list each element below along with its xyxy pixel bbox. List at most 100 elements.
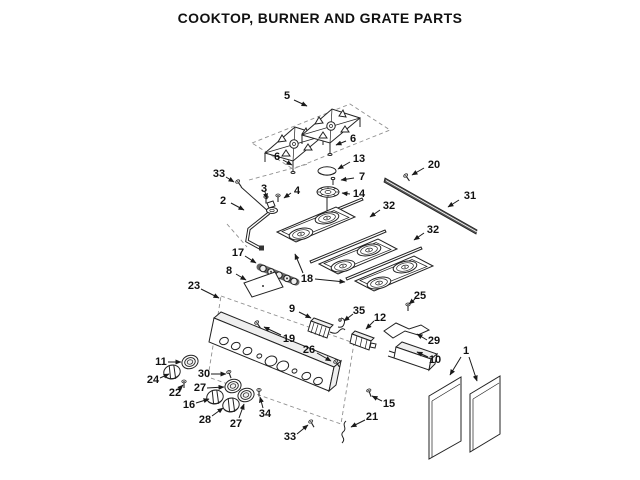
- side-rail-assembly: [383, 172, 478, 235]
- cooktop-section-1: [277, 207, 355, 242]
- gas-tube-assembly: [234, 178, 281, 251]
- callout-29: 29: [416, 333, 440, 347]
- svg-text:14: 14: [353, 188, 366, 200]
- svg-text:27: 27: [194, 382, 206, 394]
- callout-32: 32: [413, 224, 439, 241]
- svg-text:17: 17: [232, 247, 244, 259]
- svg-text:32: 32: [383, 200, 395, 212]
- callout-1: 1: [449, 345, 478, 382]
- callout-18: 18: [294, 253, 346, 285]
- knob-screw-22: [181, 379, 187, 389]
- switch-clip: [337, 317, 346, 328]
- svg-text:35: 35: [353, 305, 365, 317]
- callout-9: 9: [289, 303, 312, 319]
- rail-screw: [402, 172, 412, 183]
- svg-text:24: 24: [147, 374, 160, 386]
- mounting-plate: [243, 271, 284, 298]
- callout-4: 4: [283, 185, 301, 199]
- grate-assembly: [251, 103, 391, 174]
- callout-21: 21: [350, 411, 378, 428]
- callout-7: 7: [340, 171, 365, 183]
- callout-28: 28: [199, 407, 224, 426]
- svg-text:28: 28: [199, 414, 211, 426]
- svg-text:21: 21: [366, 411, 378, 423]
- svg-text:31: 31: [464, 190, 476, 202]
- callout-13: 13: [337, 153, 365, 170]
- svg-text:12: 12: [374, 312, 386, 324]
- svg-text:6: 6: [350, 133, 356, 145]
- callout-15: 15: [371, 395, 395, 410]
- knob-screw-30: [225, 369, 234, 380]
- svg-text:13: 13: [353, 153, 365, 165]
- side-panel-left: [428, 376, 462, 460]
- svg-text:11: 11: [155, 356, 167, 368]
- grate-dashed-outline: [251, 103, 391, 170]
- callout-27: 27: [230, 403, 245, 430]
- callout-6: 6: [274, 151, 293, 166]
- panel-screw-33: [307, 418, 317, 429]
- svg-text:22: 22: [169, 387, 181, 399]
- svg-text:10: 10: [429, 354, 441, 366]
- callout-32: 32: [369, 200, 395, 218]
- igniter-screw-4: [275, 193, 281, 203]
- callout-35: 35: [343, 305, 365, 322]
- control-panel-assembly: [207, 295, 355, 429]
- svg-text:4: 4: [294, 185, 301, 197]
- terminal-block: [349, 330, 377, 351]
- callout-8: 8: [226, 265, 247, 281]
- callout-27: 27: [194, 382, 225, 394]
- callout-16: 16: [183, 398, 210, 411]
- svg-text:30: 30: [198, 368, 210, 380]
- cooktop-sections: [226, 163, 433, 291]
- callout-24: 24: [147, 373, 170, 386]
- svg-text:18: 18: [301, 273, 313, 285]
- callout-34: 34: [259, 396, 272, 420]
- svg-text:20: 20: [428, 159, 440, 171]
- svg-text:1: 1: [463, 345, 469, 357]
- igniter-bracket: [266, 200, 278, 214]
- burner-cap: [317, 166, 337, 176]
- svg-text:32: 32: [427, 224, 439, 236]
- svg-text:3: 3: [261, 183, 267, 195]
- callout-25: 25: [408, 290, 426, 305]
- callout-14: 14: [341, 188, 366, 200]
- tube-fitting: [259, 245, 264, 251]
- svg-text:16: 16: [183, 399, 195, 411]
- svg-text:23: 23: [188, 280, 200, 292]
- callout-2: 2: [220, 195, 245, 211]
- callout-6: 6: [335, 133, 356, 146]
- burner-cap-screw: [330, 176, 336, 185]
- callout-30: 30: [198, 368, 227, 380]
- side-panels: [428, 375, 501, 460]
- page-title: COOKTOP, BURNER AND GRATE PARTS: [177, 10, 463, 26]
- callout-20: 20: [411, 159, 440, 176]
- callout-23: 23: [188, 280, 220, 299]
- svg-text:34: 34: [259, 408, 272, 420]
- control-panel: [208, 311, 342, 393]
- callout-31: 31: [447, 190, 476, 208]
- svg-text:19: 19: [283, 333, 295, 345]
- callout-33: 33: [284, 424, 309, 443]
- callout-22: 22: [169, 384, 184, 399]
- retainer-clip-21: [341, 420, 347, 444]
- control-knob-28: [220, 395, 242, 415]
- svg-text:7: 7: [359, 171, 365, 183]
- svg-text:27: 27: [230, 418, 242, 430]
- svg-text:2: 2: [220, 195, 226, 207]
- svg-text:29: 29: [428, 335, 440, 347]
- svg-text:6: 6: [274, 151, 280, 163]
- side-panel-right: [469, 375, 501, 453]
- svg-text:26: 26: [303, 344, 315, 356]
- callout-5: 5: [284, 90, 308, 107]
- callout-3: 3: [261, 183, 268, 200]
- knob-bezel-11: [179, 352, 201, 372]
- svg-text:25: 25: [414, 290, 426, 302]
- callout-12: 12: [365, 312, 386, 330]
- callout-17: 17: [232, 247, 257, 264]
- svg-text:9: 9: [289, 303, 295, 315]
- callout-33: 33: [213, 168, 235, 183]
- burner-head: [316, 186, 340, 198]
- svg-text:5: 5: [284, 90, 290, 102]
